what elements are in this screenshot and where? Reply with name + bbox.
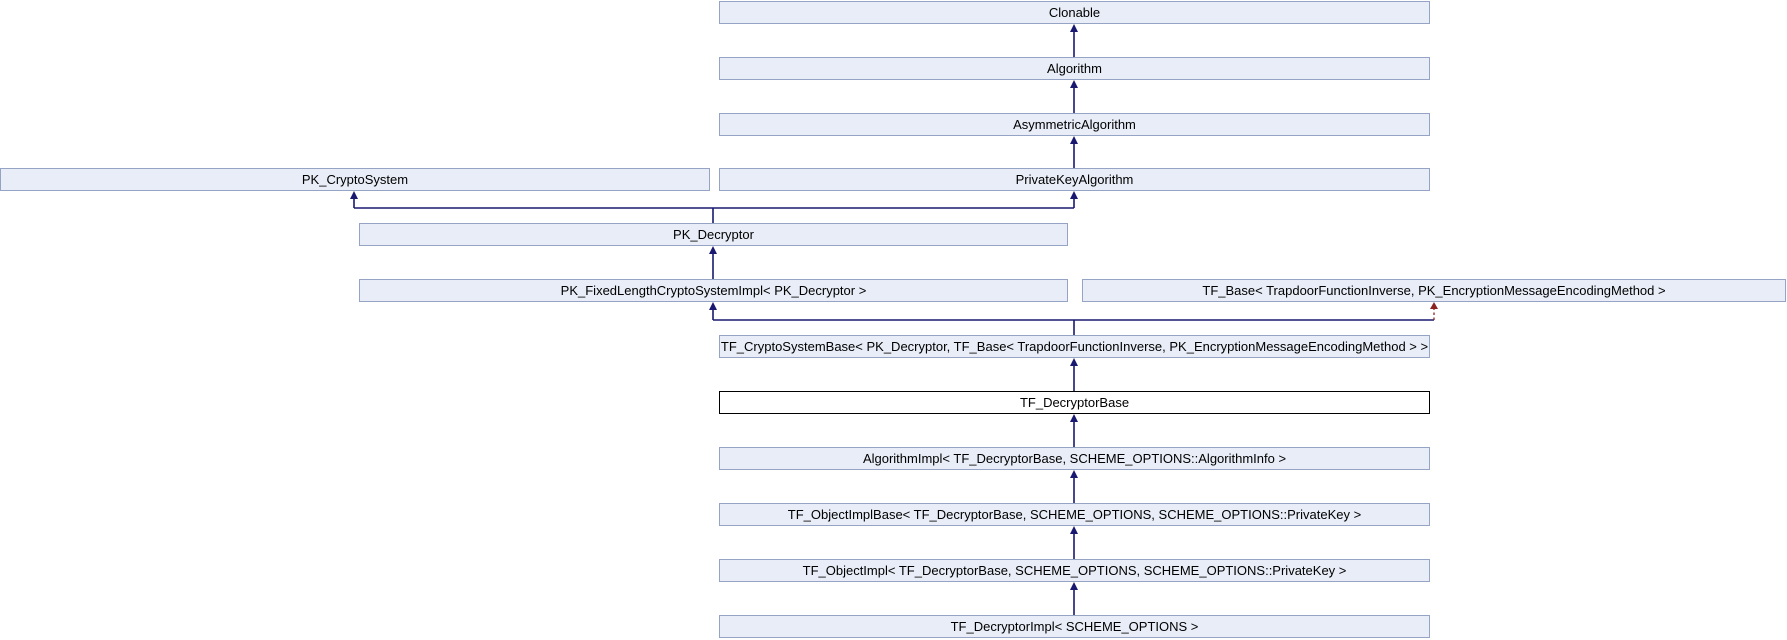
node-clonable[interactable]: Clonable — [719, 1, 1430, 24]
node-tf-object-impl-base[interactable]: TF_ObjectImplBase< TF_DecryptorBase, SCH… — [719, 503, 1430, 526]
edge-pkdecryptor-to-pkcryptosystem-and-privatekeyalgorithm — [350, 191, 1078, 223]
node-tf-cryptosystem-base[interactable]: TF_CryptoSystemBase< PK_Decryptor, TF_Ba… — [719, 335, 1430, 358]
node-tf-object-impl[interactable]: TF_ObjectImpl< TF_DecryptorBase, SCHEME_… — [719, 559, 1430, 582]
edge-tfobjectimpl-to-tfobjectimplbase — [1070, 526, 1078, 559]
edge-tfdecryptorbase-to-tfcryptosystembase — [1070, 358, 1078, 391]
node-pk-decryptor[interactable]: PK_Decryptor — [359, 223, 1068, 246]
node-pk-fixed-length-cryptosystem-impl[interactable]: PK_FixedLengthCryptoSystemImpl< PK_Decry… — [359, 279, 1068, 302]
edge-asymmetricalgorithm-to-algorithm — [1070, 80, 1078, 113]
edge-privatekeyalgorithm-to-asymmetricalgorithm — [1070, 136, 1078, 168]
edge-tfcryptosystembase-to-pkfixedlengthimpl — [709, 302, 1434, 335]
edge-tfcryptosystembase-to-tfbase-dashed — [1430, 302, 1438, 320]
edge-algorithmimpl-to-tfdecryptorbase — [1070, 414, 1078, 447]
node-asymmetric-algorithm[interactable]: AsymmetricAlgorithm — [719, 113, 1430, 136]
edge-algorithm-to-clonable — [1070, 24, 1078, 57]
node-private-key-algorithm[interactable]: PrivateKeyAlgorithm — [719, 168, 1430, 191]
edge-tfobjectimplbase-to-algorithmimpl — [1070, 470, 1078, 503]
node-tf-decryptor-base-current: TF_DecryptorBase — [719, 391, 1430, 414]
node-tf-base[interactable]: TF_Base< TrapdoorFunctionInverse, PK_Enc… — [1082, 279, 1786, 302]
edge-tfdecryptorimpl-to-tfobjectimpl — [1070, 582, 1078, 615]
node-algorithm-impl[interactable]: AlgorithmImpl< TF_DecryptorBase, SCHEME_… — [719, 447, 1430, 470]
node-algorithm[interactable]: Algorithm — [719, 57, 1430, 80]
node-pk-cryptosystem[interactable]: PK_CryptoSystem — [0, 168, 710, 191]
node-tf-decryptor-impl[interactable]: TF_DecryptorImpl< SCHEME_OPTIONS > — [719, 615, 1430, 638]
edge-pkfixedlengthimpl-to-pkdecryptor — [709, 246, 717, 279]
